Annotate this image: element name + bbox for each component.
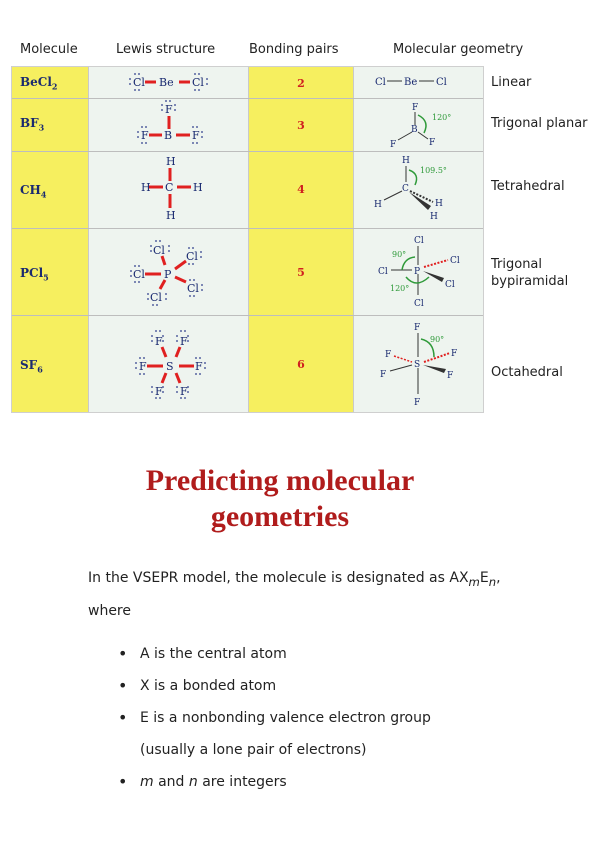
bonding-pairs-value: 5 [297, 266, 305, 279]
svg-text:F: F [165, 103, 173, 116]
svg-text:H: H [166, 155, 176, 168]
geometry-trigonal-planar: F B F F 120° [390, 103, 451, 150]
svg-text:S: S [414, 360, 420, 370]
svg-text:B: B [411, 125, 418, 135]
molecule-label: SF6 [20, 358, 43, 375]
definition-list: A is the central atom X is a bonded atom… [118, 638, 431, 798]
lewis-structure-sf6: F F S F F F F [135, 330, 206, 399]
svg-text:S: S [166, 360, 174, 373]
svg-text:F: F [385, 350, 391, 360]
header-bonding-pairs: Bonding pairs [249, 42, 339, 57]
molecule-label: BeCl2 [20, 75, 58, 92]
svg-text:P: P [414, 267, 420, 277]
bonding-pairs-value: 6 [297, 358, 305, 371]
svg-text:P: P [164, 268, 172, 281]
svg-text:Cl: Cl [150, 291, 162, 304]
svg-text:F: F [139, 360, 147, 373]
list-item: X is a bonded atom [118, 670, 431, 702]
lewis-structure-ch4: H C H H H [141, 155, 203, 222]
header-lewis-structure: Lewis structure [116, 42, 216, 57]
svg-text:F: F [414, 323, 420, 333]
svg-text:Be: Be [404, 77, 417, 88]
bonding-pairs-value: 2 [297, 77, 305, 90]
intro-paragraph: In the VSEPR model, the molecule is desi… [88, 570, 501, 589]
svg-text:Cl: Cl [186, 250, 198, 263]
table-row: CH4 H C H H H 4 H C H [12, 152, 483, 229]
geometry-linear: Cl Be Cl [375, 77, 447, 88]
svg-text:Cl: Cl [445, 280, 455, 290]
svg-text:F: F [390, 140, 396, 150]
svg-text:Cl: Cl [187, 282, 199, 295]
svg-text:F: F [155, 385, 163, 398]
svg-text:Cl: Cl [436, 77, 447, 88]
svg-text:H: H [430, 212, 438, 222]
svg-text:Cl: Cl [133, 76, 145, 89]
geometry-name: Octahedral [491, 365, 563, 380]
svg-text:F: F [380, 370, 386, 380]
molecule-label: BF3 [20, 116, 45, 133]
geometry-tetrahedral: H C H H H 109.5° [374, 156, 447, 222]
angle-label: 90° [392, 250, 406, 259]
svg-text:Cl: Cl [414, 236, 424, 246]
table-row: PCl5 Cl P Cl Cl Cl Cl [12, 229, 483, 316]
svg-text:F: F [195, 360, 203, 373]
geometry-name: Trigonal planar [491, 116, 588, 131]
page-title: Predicting molecular geometries [145, 464, 415, 533]
svg-text:F: F [451, 349, 457, 359]
lewis-structure-bf3: F B F F [137, 100, 203, 144]
geometry-name: Tetrahedral [491, 179, 565, 194]
svg-text:F: F [141, 129, 149, 142]
svg-text:Cl: Cl [414, 299, 424, 309]
angle-label: 120° [390, 284, 409, 293]
svg-text:F: F [155, 335, 163, 348]
list-item: E is a nonbonding valence electron group [118, 702, 431, 734]
intro-paragraph-cont: where [88, 603, 131, 619]
bonding-pairs-value: 3 [297, 119, 305, 132]
angle-label: 90° [430, 335, 444, 344]
table-row: BF3 F B F F [12, 99, 483, 152]
lewis-structure-becl2: Cl Be Cl [129, 73, 208, 91]
lewis-structure-pcl5: Cl P Cl Cl Cl Cl [130, 240, 203, 306]
svg-text:Cl: Cl [378, 267, 388, 277]
svg-text:Cl: Cl [192, 76, 204, 89]
svg-text:B: B [164, 129, 172, 142]
svg-text:F: F [414, 398, 420, 408]
geometry-trigonal-bipyramidal: Cl P Cl Cl Cl Cl 90° 120° [378, 236, 460, 309]
geometry-octahedral: F S F F F F F 90° [380, 323, 457, 408]
svg-text:Cl: Cl [133, 268, 145, 281]
svg-text:C: C [165, 181, 173, 194]
svg-text:H: H [402, 156, 410, 166]
geometry-name: Trigonal bypiramidal [491, 257, 569, 289]
svg-text:F: F [180, 335, 188, 348]
angle-label: 120° [432, 113, 451, 122]
svg-text:F: F [180, 385, 188, 398]
table-row: SF6 F F S F F F F [12, 316, 483, 412]
bonding-pairs-value: 4 [297, 183, 305, 196]
svg-text:F: F [429, 138, 435, 148]
svg-text:Cl: Cl [450, 256, 460, 266]
svg-text:Cl: Cl [153, 244, 165, 257]
header-molecule: Molecule [20, 42, 78, 57]
molecule-label: PCl5 [20, 266, 49, 283]
angle-label: 109.5° [420, 166, 447, 175]
list-item: m and n are integers [118, 766, 431, 798]
header-molecular-geometry: Molecular geometry [393, 42, 524, 57]
list-item: A is the central atom [118, 638, 431, 670]
svg-text:H: H [374, 200, 382, 210]
molecule-label: CH4 [20, 183, 47, 200]
vsepr-table: BeCl2 Cl Be Cl 2 [11, 66, 484, 413]
svg-text:Be: Be [159, 76, 174, 89]
svg-text:F: F [192, 129, 200, 142]
list-item: (usually a lone pair of electrons) [140, 742, 367, 758]
svg-text:Cl: Cl [375, 77, 386, 88]
svg-text:H: H [141, 181, 151, 194]
svg-text:F: F [447, 371, 453, 381]
svg-text:F: F [412, 103, 418, 113]
svg-text:H: H [166, 209, 176, 222]
svg-text:H: H [435, 199, 443, 209]
table-row: BeCl2 Cl Be Cl 2 [12, 67, 483, 99]
svg-text:H: H [193, 181, 203, 194]
svg-text:C: C [402, 184, 409, 194]
geometry-name: Linear [491, 75, 532, 90]
